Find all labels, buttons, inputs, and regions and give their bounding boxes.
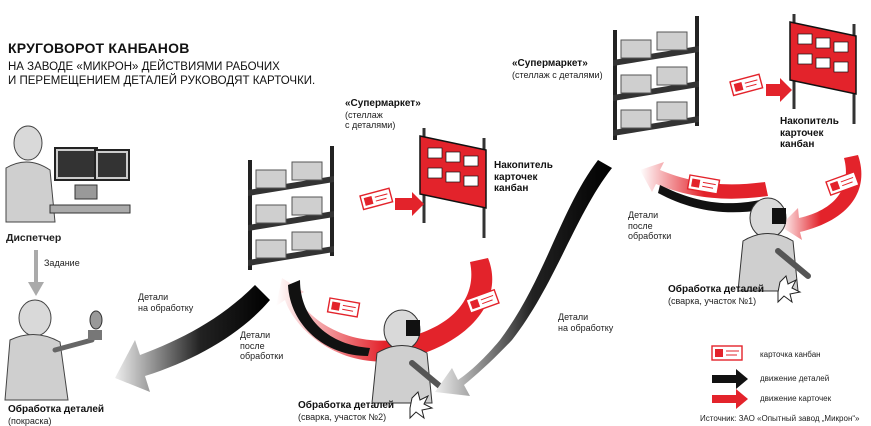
subtitle-line-2: И ПЕРЕМЕЩЕНИЕМ ДЕТАЛЕЙ РУКОВОДЯТ КАРТОЧК… (8, 75, 316, 87)
parts-to-processing-2: Детали на обработку (558, 312, 613, 333)
legend-card-label: карточка канбан (760, 350, 821, 359)
accumulator-2-label: Накопитель карточек канбан (780, 116, 839, 151)
sm1-title: «Супермаркет» (345, 98, 421, 109)
painter-figure (4, 299, 103, 401)
acc1-l1: Накопитель (494, 160, 553, 171)
ptp2-l1: Детали (558, 312, 589, 322)
supermarket-1-shelf (247, 145, 335, 271)
sm2-sub: (стеллаж с деталями) (512, 69, 603, 80)
ptp2-l2: на обработку (558, 322, 614, 333)
ap2-l2: после (628, 220, 653, 231)
ap2-l1: Детали (628, 210, 659, 220)
ptp1-line1: Детали (138, 292, 169, 302)
supermarket-2-shelf (612, 15, 700, 141)
weld1-title: Обработка деталей (668, 284, 765, 295)
kanban-board-2 (788, 12, 858, 126)
page-title: КРУГОВОРОТ КАНБАНОВ (8, 40, 190, 56)
legend-card-icon (711, 345, 743, 361)
kanban-card-1 (359, 187, 394, 211)
dispatcher-figure (5, 125, 131, 223)
acc2-l1: Накопитель (780, 116, 839, 127)
card-arrow-loop-1 (276, 258, 493, 362)
supermarket-2-label: «Супермаркет» (стеллаж с деталями) (512, 58, 603, 80)
kanban-card-2 (326, 297, 361, 318)
task-label: Задание (44, 258, 80, 268)
legend-cards-label: движение карточек (760, 394, 832, 403)
parts-to-processing-1: Детали на обработку (138, 292, 193, 313)
painting-label: Обработка деталей (покраска) (8, 404, 104, 426)
sm1-sub2: с деталями) (345, 120, 396, 130)
after-processing-2: Детали после обработки (628, 210, 671, 242)
legend-parts-label: движение деталей (760, 374, 830, 383)
accumulator-1-label: Накопитель карточек канбан (494, 160, 553, 195)
parts-arrow-to-painting (115, 285, 270, 392)
kanban-card-4 (729, 73, 764, 97)
parts-arrow-to-welding-2 (435, 160, 612, 396)
subtitle-line-1: НА ЗАВОДЕ «МИКРОН» ДЕЙСТВИЯМИ РАБОЧИХ (8, 61, 280, 73)
acc1-l3: канбан (494, 183, 529, 194)
legend-black-arrow (712, 369, 748, 389)
weld2-title: Обработка деталей (298, 400, 395, 411)
legend-red-arrow (712, 389, 748, 409)
sm2-title: «Супермаркет» (512, 58, 588, 69)
dispatcher-label: Диспетчер (6, 232, 62, 244)
source-note: Источник: ЗАО «Опытный завод „Микрон“» (700, 414, 860, 423)
painting-subtitle: (покраска) (8, 415, 52, 426)
welding-2-label: Обработка деталей (сварка, участок №2) (298, 400, 394, 422)
ap1-l2: после (240, 340, 265, 351)
ap1-l3: обработки (240, 351, 284, 361)
weld1-sub: (сварка, участок №1) (668, 295, 757, 306)
welding-1-label: Обработка деталей (сварка, участок №1) (668, 284, 764, 306)
ptp1-line2: на обработку (138, 302, 194, 313)
card-arrow-2 (766, 78, 792, 102)
card-arrow-loop-2 (780, 155, 862, 240)
acc1-l2: карточек (494, 171, 538, 183)
supermarket-1-label: «Супермаркет» (стеллаж с деталями) (345, 98, 421, 131)
weld2-sub: (сварка, участок №2) (298, 411, 387, 422)
ap2-l3: обработки (628, 231, 672, 241)
after-processing-1: Детали после обработки (240, 330, 283, 362)
kanban-board-1 (418, 126, 488, 240)
welder-2-figure (372, 310, 442, 403)
acc2-l3: канбан (780, 139, 815, 150)
ap1-l1: Детали (240, 330, 271, 340)
acc2-l2: карточек (780, 127, 824, 139)
sm1-sub1: (стеллаж (345, 109, 383, 120)
card-arrow-1 (395, 192, 424, 216)
page-subtitle: НА ЗАВОДЕ «МИКРОН» ДЕЙСТВИЯМИ РАБОЧИХ И … (8, 60, 338, 88)
painting-title: Обработка деталей (8, 404, 105, 415)
